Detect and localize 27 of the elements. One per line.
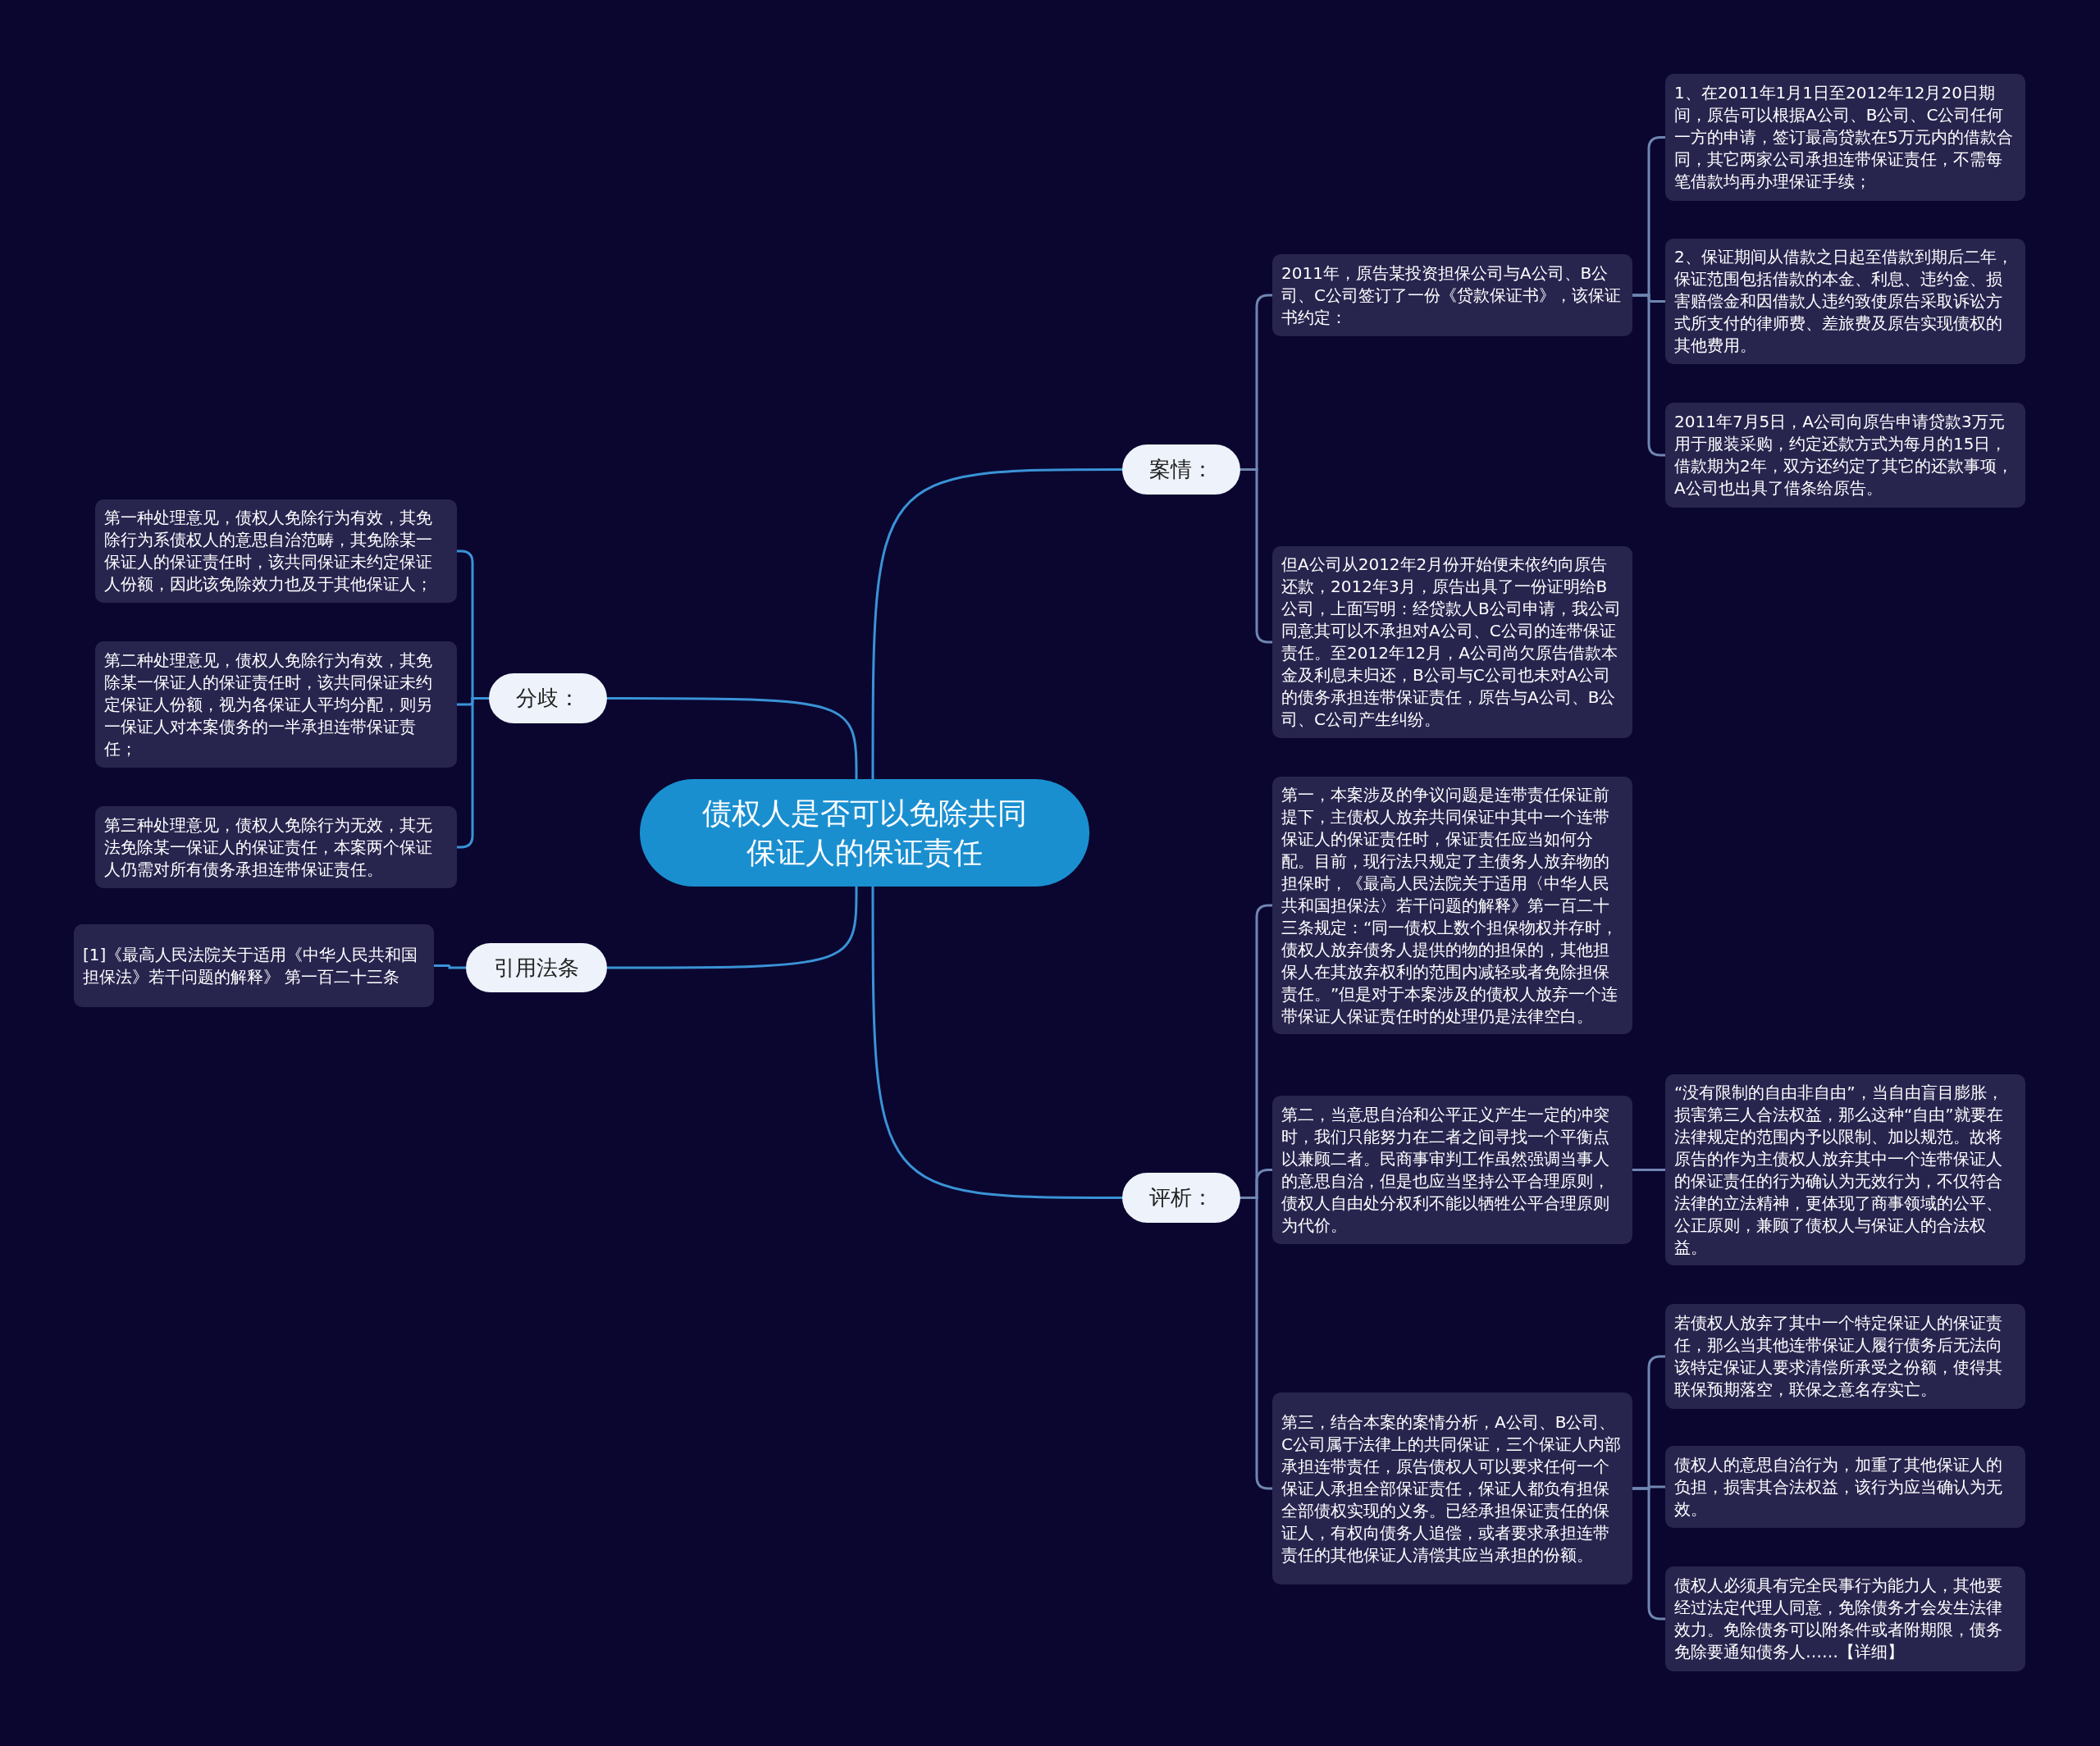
text-card: 第二种处理意见，债权人免除行为有效，其免除某一保证人的保证责任时，该共同保证未约定保证人份额，视为各保证人平均分配，则另一保证人对本案债务的一半承担连带保证责任； — [95, 641, 457, 768]
text-card: 第三种处理意见，债权人免除行为无效，其无法免除某一保证人的保证责任，本案两个保证人仍需对所有债务承担连带保证责任。 — [95, 806, 457, 888]
text-card: 若债权人放弃了其中一个特定保证人的保证责任，那么当其他连带保证人履行债务后无法向该特定保证人要求清偿所承受之份额，使得其联保预期落空，联保之意名存实亡。 — [1665, 1304, 2025, 1409]
text-card: 2011年7月5日，A公司向原告申请贷款3万元用于服装采购，约定还款方式为每月的15日，借款期为2年，双方还约定了其它的还款事项，A公司也出具了借条给原告。 — [1665, 403, 2025, 508]
connector-line — [871, 468, 1122, 779]
connector-line — [871, 887, 1122, 1199]
text-card: 2、保证期间从借款之日起至借款到期后二年，保证范围包括借款的本金、利息、违约金、损害赔偿金和因借款人违约致使原告采取诉讼方式所支付的律师费、差旅费及原告实现债权的其他费用。 — [1665, 239, 2025, 364]
text-card: 债权人的意思自治行为，加重了其他保证人的负担，损害其合法权益，该行为应当确认为无效。 — [1665, 1446, 2025, 1528]
central-topic: 债权人是否可以免除共同保证人的保证责任 — [640, 779, 1089, 887]
branch-topic: 案情： — [1122, 444, 1240, 495]
text-card: [1]《最高人民法院关于适用《中华人民共和国担保法》若干问题的解释》 第一百二十三条 — [74, 924, 434, 1007]
text-card: 2011年，原告某投资担保公司与A公司、B公司、C公司签订了一份《贷款保证书》，该保证书约定： — [1272, 254, 1632, 336]
branch-topic: 评析： — [1122, 1173, 1240, 1223]
text-card: 第一种处理意见，债权人免除行为有效，其免除行为系债权人的意思自治范畴，其免除某一保证人的保证责任时，该共同保证未约定保证人份额，因此该免除效力也及于其他保证人； — [95, 499, 457, 603]
branch-topic: 分歧： — [489, 673, 607, 723]
connector-line — [434, 964, 466, 969]
text-card: 第二，当意思自治和公平正义产生一定的冲突时，我们只能努力在二者之间寻找一个平衡点以兼顾二者。民商事审判工作虽然强调当事人的意思自治，但是也应当坚持公平合理原则，债权人自由处分权利不能以牺牲公平合理原则为代价。 — [1272, 1096, 1632, 1244]
text-card: 第三，结合本案的案情分析，A公司、B公司、C公司属于法律上的共同保证，三个保证人内部承担连带责任，原告债权人可以要求任何一个保证人承担全部保证责任，保证人都负有担保全部债权实现的义务。已经承担保证责任的保证人，有权向债务人追偿，或者要求承担连带责任的其他保证人清偿其应当承担的份额。 — [1272, 1393, 1632, 1584]
text-card: 债权人必须具有完全民事行为能力人，其他要经过法定代理人同意，免除债务才会发生法律效力。免除债务可以附条件或者附期限，债务免除要通知债务人……【详细】 — [1665, 1566, 2025, 1671]
text-card: “没有限制的自由非自由”，当自由盲目膨胀，损害第三人合法权益，那么这种“自由”就要在法律规定的范围内予以限制、加以规范。故将原告的作为主债权人放弃其中一个连带保证人的保证责任的行为确认为无效行为，不仅符合法律的立法精神，更体现了商事领域的公平、公正原则，兼顾了债权人与保证人的合法权益。 — [1665, 1074, 2025, 1265]
text-card: 第一，本案涉及的争议问题是连带责任保证前提下，主债权人放弃共同保证中其中一个连带保证人的保证责任时，保证责任应当如何分配。目前，现行法只规定了主债务人放弃物的担保时，《最高人民法院关于适用〈中华人民共和国担保法〉若干问题的解释》第一百二十三条规定：“同一债权上数个担保物权并存时，债权人放弃债务人提供的物的担保的，其他担保人在其放弃权利的范围内减轻或者免除担保责任。”但是对于本案涉及的债权人放弃一个连带保证人保证责任时的处理仍是法律空白。 — [1272, 777, 1632, 1034]
branch-topic: 引用法条 — [466, 943, 607, 992]
connector-line — [607, 887, 858, 969]
text-card: 1、在2011年1月1日至2012年12月20日期间，原告可以根据A公司、B公司、C公司任何一方的申请，签订最高贷款在5万元内的借款合同，其它两家公司承担连带保证责任，不需每笔借款均再办理保证手续； — [1665, 74, 2025, 201]
connector-line — [1632, 1169, 1665, 1171]
text-card: 但A公司从2012年2月份开始便未依约向原告还款，2012年3月，原告出具了一份证明给B公司，上面写明：经贷款人B公司申请，我公司同意其可以不承担对A公司、C公司的连带保证责任。至2012年12月，A公司尚欠原告借款本金及利息未归还，B公司与C公司也未对A公司的债务承担连带保证责任，原告与A公司、B公司、C公司产生纠纷。 — [1272, 546, 1632, 738]
connector-line — [607, 697, 858, 779]
